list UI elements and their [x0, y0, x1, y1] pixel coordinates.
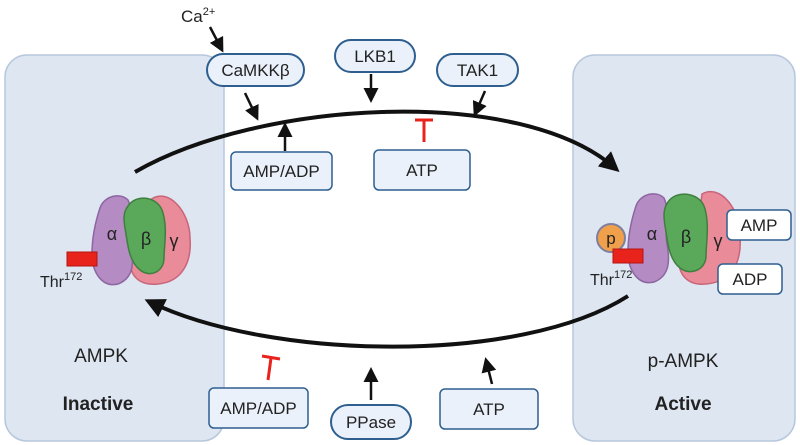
- alpha-subunit-left: [91, 195, 134, 286]
- deactivation-arrow: [144, 294, 630, 349]
- adp-bound-box: [717, 263, 783, 295]
- camkkb-arrow: [243, 92, 259, 121]
- ppase-box: [330, 404, 412, 440]
- atp-promoter-label: ATP: [473, 400, 505, 419]
- thr172-label-left: Thr172: [40, 271, 82, 291]
- thr172-label-right: Thr172: [590, 269, 632, 289]
- active-state-label: Active: [654, 394, 711, 415]
- gamma-label-left: γ: [170, 231, 179, 251]
- phospho-group-icon: [596, 223, 626, 253]
- tak1-box: [436, 53, 519, 87]
- gamma-label-right: γ: [714, 231, 723, 251]
- beta-label-right: β: [681, 227, 691, 247]
- active-name-label: p-AMPK: [648, 351, 719, 372]
- lkb1-box: [334, 39, 416, 73]
- amp-adp-promoter-box: [230, 151, 333, 191]
- ampk-complex-active: α β γ p Thr172 AMP ADP: [590, 191, 792, 295]
- atp-inhibitor-box: [373, 149, 471, 191]
- amp-adp-inhibition-icon: [261, 354, 281, 381]
- thr172-site-right: [612, 248, 644, 264]
- tak1-arrow: [472, 90, 487, 117]
- inactive-state-label: Inactive: [63, 394, 134, 415]
- atp-inhibition-icon: [415, 118, 433, 142]
- atp-promoter-box: [439, 388, 539, 430]
- amp-bound-box: [726, 209, 792, 241]
- activation-arrow: [134, 109, 620, 174]
- amp-bound-label: AMP: [741, 216, 778, 235]
- ampk-complex-inactive: α β γ Thr172: [40, 195, 191, 291]
- alpha-label-left: α: [107, 224, 117, 244]
- beta-label-left: β: [141, 229, 151, 249]
- atp-promoter-arrow: [481, 357, 497, 385]
- inactive-name-label: AMPK: [74, 346, 128, 367]
- amp-adp-inhibitor-label: AMP/ADP: [220, 399, 297, 418]
- alpha-label-right: α: [647, 224, 657, 244]
- tak1-label: TAK1: [457, 61, 498, 80]
- camkkb-label: CaMKKβ: [221, 61, 290, 80]
- adp-bound-label: ADP: [733, 270, 768, 289]
- beta-subunit-right: [663, 193, 709, 273]
- calcium-arrow: [208, 26, 224, 53]
- beta-subunit-left: [123, 197, 167, 275]
- ppase-label: PPase: [346, 413, 396, 432]
- atp-inhibitor-label: ATP: [406, 161, 438, 180]
- lkb1-label: LKB1: [354, 47, 396, 66]
- amp-adp-inhibitor-box: [208, 387, 309, 429]
- amp-adp-promoter-label: AMP/ADP: [243, 162, 320, 181]
- camkkb-box: [206, 53, 305, 87]
- calcium-label: Ca2+: [181, 6, 215, 26]
- phospho-label: p: [606, 229, 615, 248]
- thr172-site-left: [66, 251, 98, 267]
